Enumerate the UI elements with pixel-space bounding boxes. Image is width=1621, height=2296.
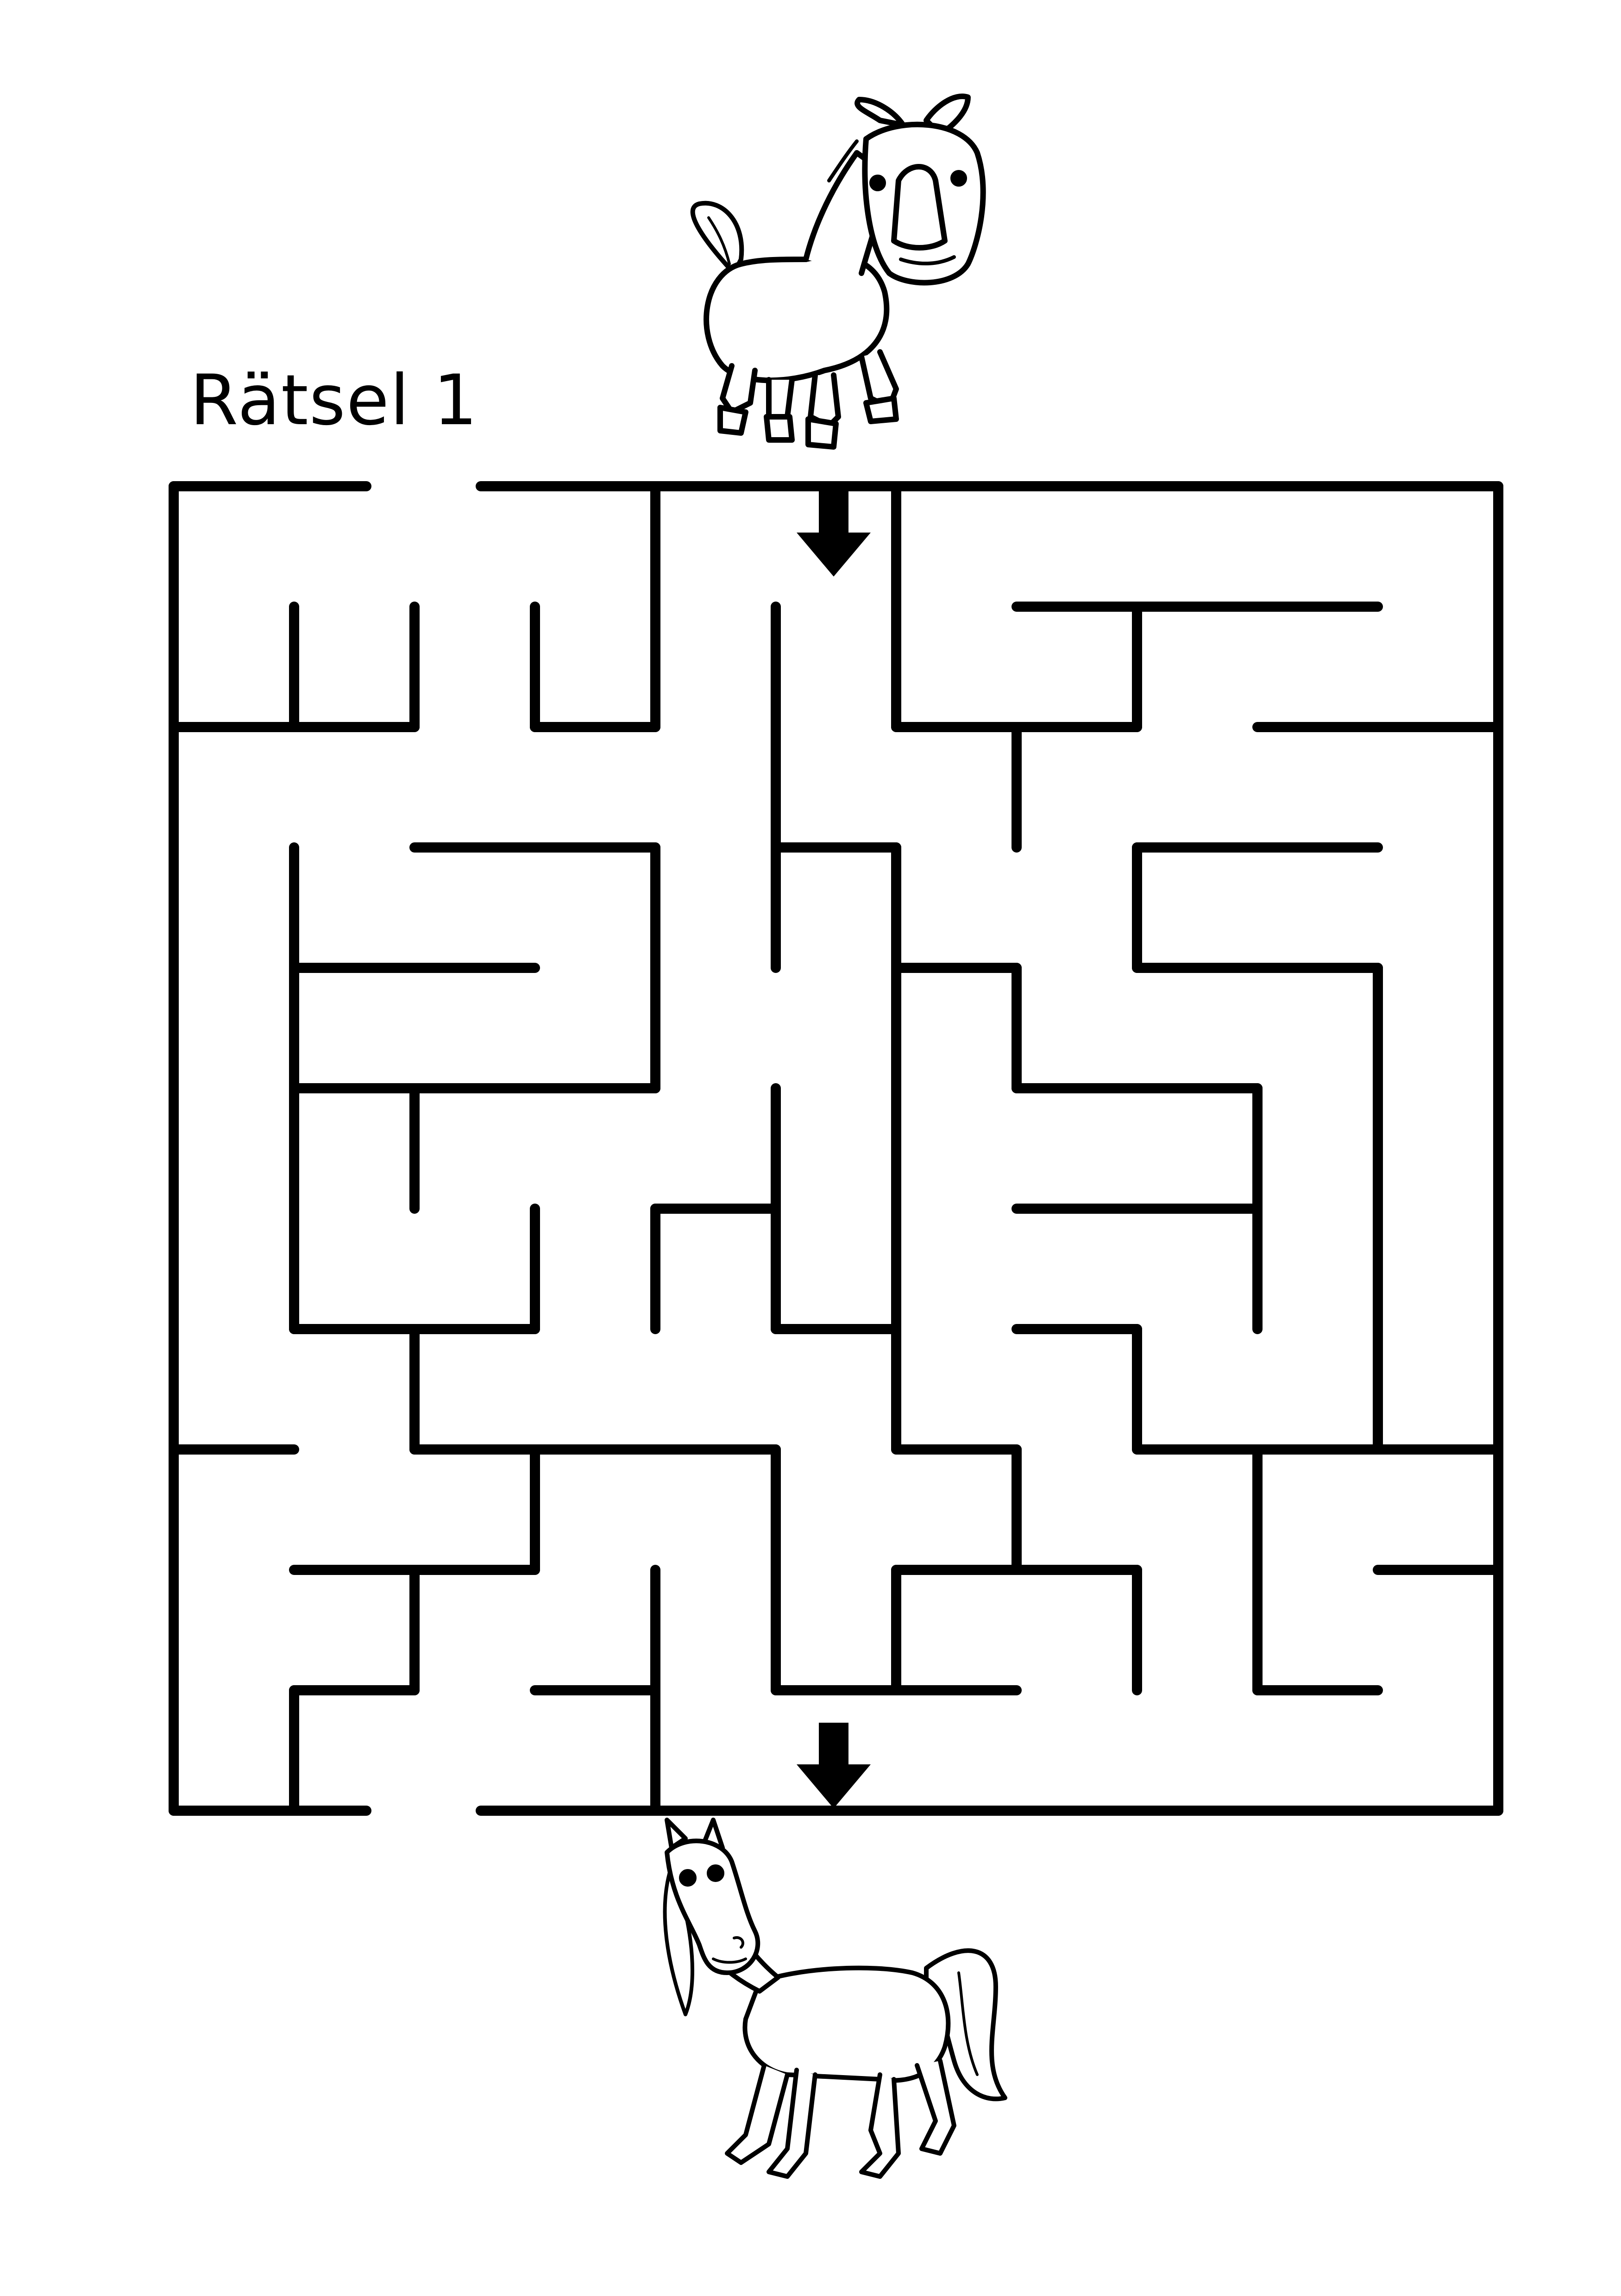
- maze-walls: [169, 481, 1503, 1816]
- puzzle-title: Rätsel 1: [190, 360, 478, 441]
- goal-arrow-icon: [797, 1723, 871, 1808]
- start-arrow-icon: [797, 491, 871, 577]
